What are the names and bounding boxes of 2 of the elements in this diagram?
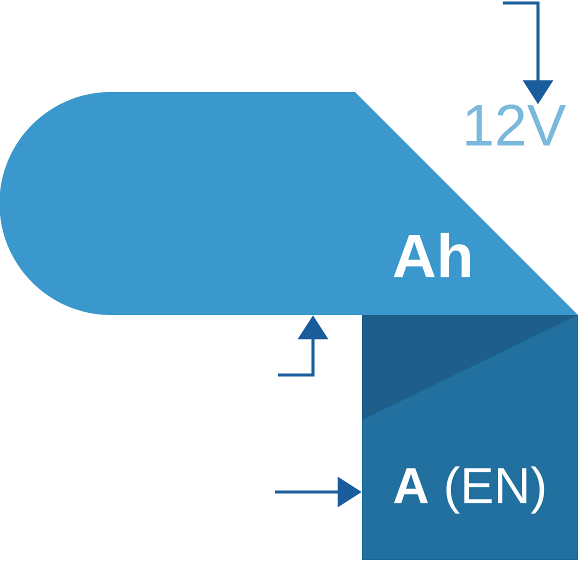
label-band: A (EN) xyxy=(362,315,578,560)
voltage-text: 12V xyxy=(466,104,566,146)
